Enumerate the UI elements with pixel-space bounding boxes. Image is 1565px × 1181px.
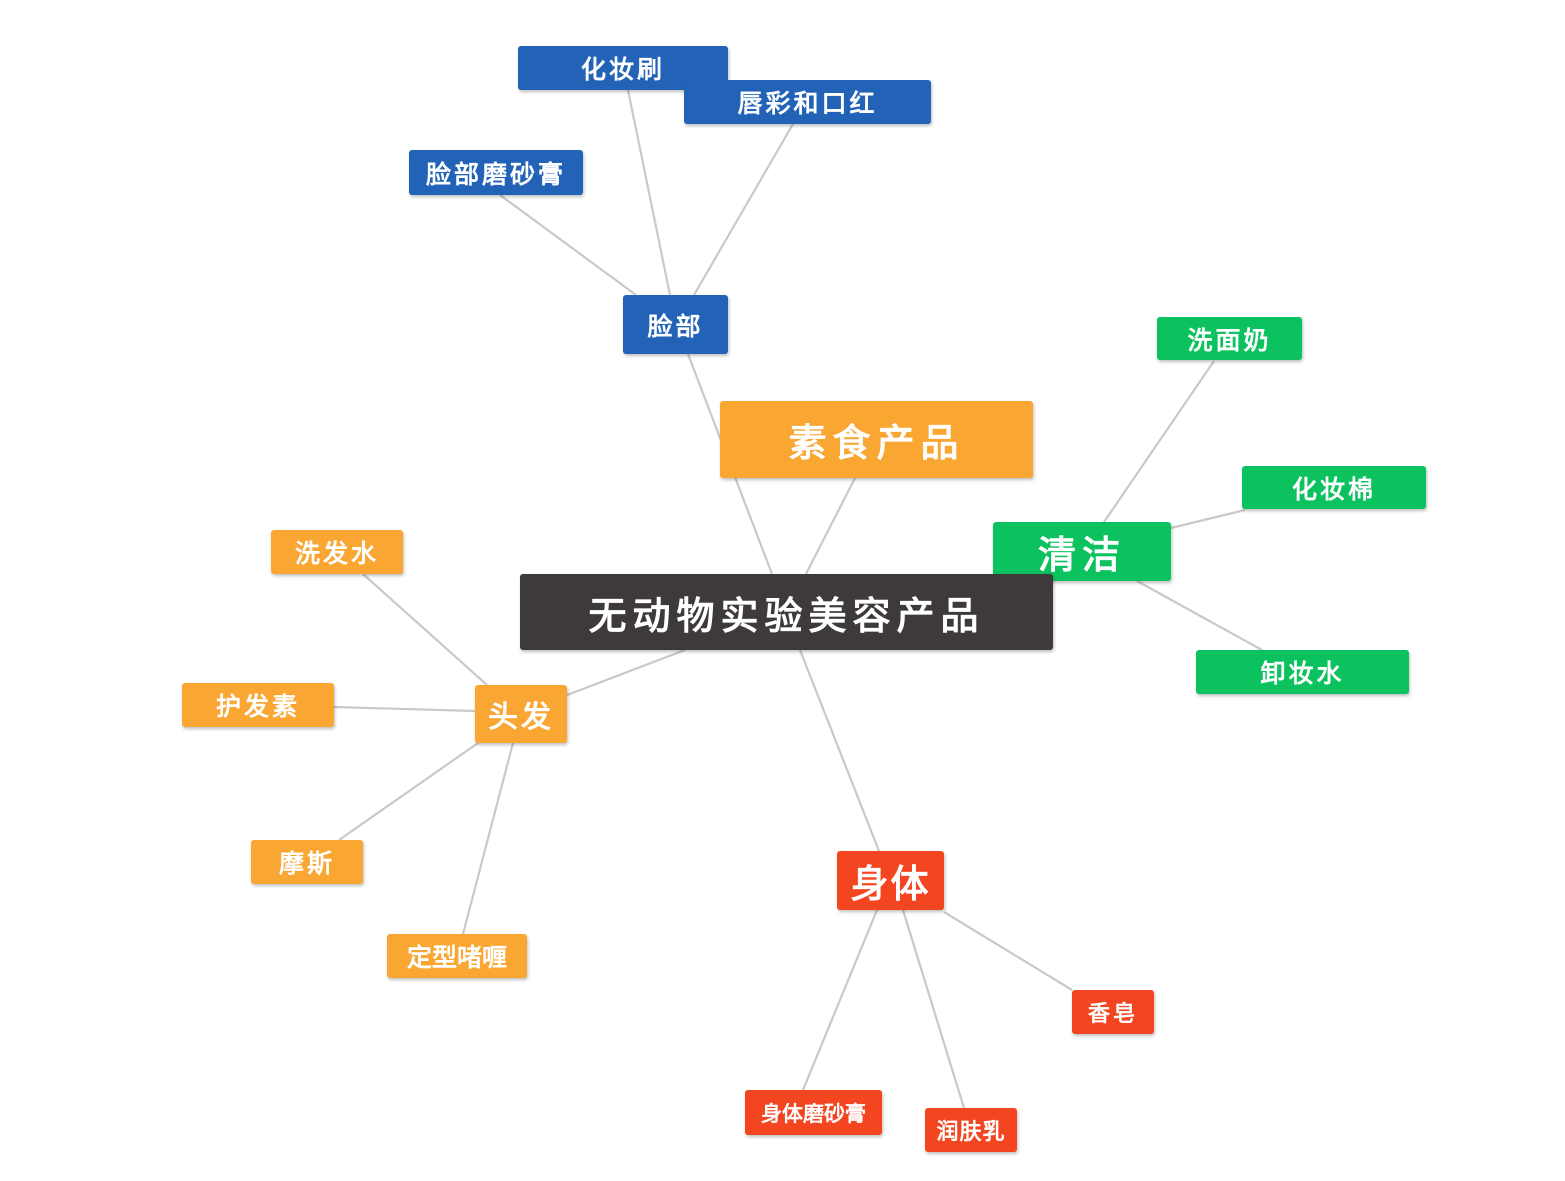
link-body-lotion <box>901 909 966 1109</box>
node-soap[interactable]: 香皂 <box>1072 990 1154 1034</box>
node-cotton-pads[interactable]: 化妆棉 <box>1242 466 1426 509</box>
node-makeup-brush[interactable]: 化妆刷 <box>518 46 728 90</box>
node-face[interactable]: 脸部 <box>623 295 728 354</box>
node-lipstick[interactable]: 唇彩和口红 <box>684 80 931 124</box>
node-makeup-remover[interactable]: 卸妆水 <box>1196 650 1409 694</box>
node-facial-cleanser[interactable]: 洗面奶 <box>1157 317 1302 360</box>
link-hair-conditioner <box>333 705 476 713</box>
link-face-scrub <box>499 194 637 296</box>
node-center-cruelty-free-beauty[interactable]: 无动物实验美容产品 <box>520 574 1053 650</box>
link-body-scrub <box>801 909 879 1091</box>
node-shampoo[interactable]: 洗发水 <box>271 530 403 574</box>
link-center-hair <box>566 648 686 697</box>
link-body-soap <box>943 911 1073 991</box>
node-body-scrub[interactable]: 身体磨砂膏 <box>745 1090 882 1135</box>
link-hair-gel <box>461 742 515 935</box>
node-body-lotion[interactable]: 润肤乳 <box>925 1108 1017 1152</box>
link-hair-shampoo <box>362 573 488 686</box>
node-cleansing[interactable]: 清洁 <box>993 522 1171 581</box>
node-body[interactable]: 身体 <box>837 851 944 910</box>
link-center-vegan <box>805 477 856 575</box>
link-clean-remover <box>1136 580 1263 651</box>
link-face-lipstick <box>693 123 794 296</box>
node-hair[interactable]: 头发 <box>475 685 567 743</box>
node-styling-gel[interactable]: 定型啫喱 <box>387 934 527 978</box>
link-hair-mousse <box>338 742 479 841</box>
node-face-scrub[interactable]: 脸部磨砂膏 <box>409 150 583 195</box>
link-clean-cotton <box>1170 508 1246 530</box>
node-conditioner[interactable]: 护发素 <box>182 683 334 727</box>
link-face-brush <box>626 89 672 296</box>
link-clean-cleanser <box>1103 360 1215 523</box>
node-mousse[interactable]: 摩斯 <box>251 840 363 884</box>
node-vegan-products[interactable]: 素食产品 <box>720 401 1033 478</box>
link-center-body <box>798 649 881 852</box>
